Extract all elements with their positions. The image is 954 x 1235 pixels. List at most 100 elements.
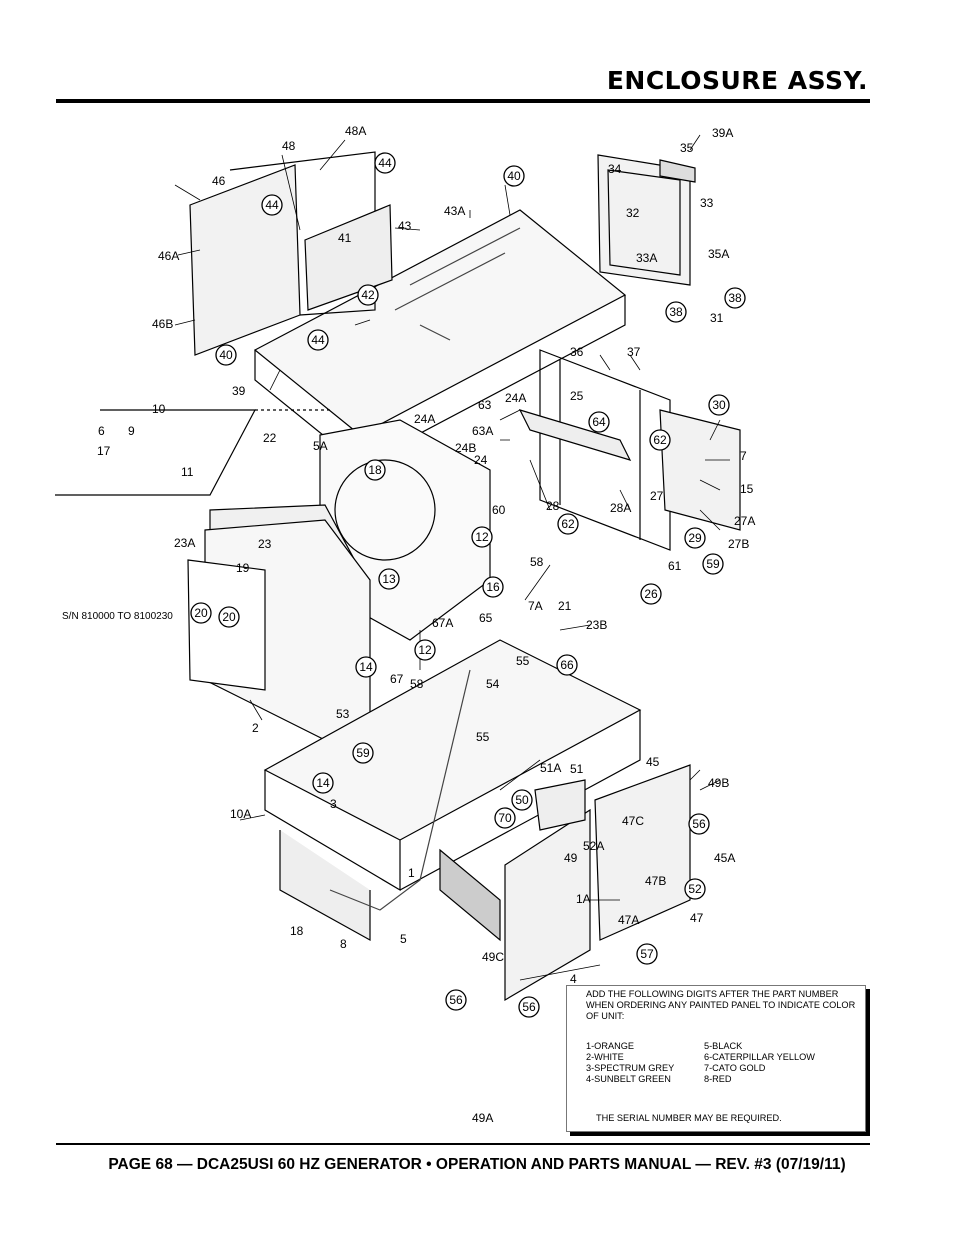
part-callout-circle <box>357 284 379 306</box>
part-callout-circle <box>364 459 386 481</box>
part-callout-circled: 62 <box>653 433 667 447</box>
part-callout-circle <box>215 344 237 366</box>
color-code: 7-CATO GOLD <box>704 1063 766 1073</box>
part-callout-circled: 30 <box>712 398 726 412</box>
part-callout: 60 <box>492 503 506 517</box>
part-callout-circle <box>556 654 578 676</box>
part-callout-circle <box>471 526 493 548</box>
part-callout-circled: 70 <box>498 811 512 825</box>
part-callout-circle <box>665 301 687 323</box>
part-callout-circle <box>640 583 662 605</box>
part-callout: 22 <box>263 431 277 445</box>
header-rule <box>56 99 870 103</box>
part-callout: 9 <box>128 424 135 438</box>
part-callout: 39 <box>232 384 246 398</box>
part-callout: 47 <box>690 911 704 925</box>
part-callout: 63 <box>478 398 492 412</box>
part-callout: 23A <box>174 536 195 550</box>
part-callout-circled: 44 <box>265 198 279 212</box>
part-callout-circled: 12 <box>475 530 489 544</box>
part-callout: 46A <box>158 249 179 263</box>
part-callout: 49C <box>482 950 504 964</box>
part-callout: 28 <box>546 499 560 513</box>
part-callout: 7 <box>740 449 747 463</box>
part-callout: 54 <box>486 677 500 691</box>
part-callout: 8 <box>340 937 347 951</box>
part-callout-circle <box>218 606 240 628</box>
part-callout-circle <box>688 813 710 835</box>
part-callout-circled: 64 <box>592 415 606 429</box>
part-callout-circle <box>312 772 334 794</box>
part-callout: 3 <box>330 797 337 811</box>
part-callout-circled: 40 <box>219 348 233 362</box>
part-callout-circled: 14 <box>316 776 330 790</box>
part-callout: 49A <box>472 1111 493 1125</box>
part-callout-circle <box>482 576 504 598</box>
part-callout: 11 <box>181 465 194 479</box>
part-callout-circled: 44 <box>378 156 392 170</box>
part-callout-circled: 57 <box>640 947 654 961</box>
part-callout: 47B <box>645 874 666 888</box>
part-callout: 10 <box>152 402 166 416</box>
part-callout: 67A <box>432 616 453 630</box>
part-callout: 61 <box>668 559 682 573</box>
part-callout: 1A <box>576 892 591 906</box>
part-callout-circled: 52 <box>688 882 702 896</box>
part-callout: 37 <box>627 345 641 359</box>
part-callout: 49B <box>708 776 729 790</box>
part-callout-circled: 40 <box>507 169 521 183</box>
part-callout: 25 <box>570 389 584 403</box>
part-callout: 18 <box>290 924 304 938</box>
part-callout: 24B <box>455 441 476 455</box>
part-callout: 67 <box>390 672 404 686</box>
part-callout: 58 <box>410 677 424 691</box>
part-callout-circled: 38 <box>728 291 742 305</box>
part-callout: 35 <box>680 141 694 155</box>
part-callout-circled: 50 <box>515 793 529 807</box>
part-callout-circle <box>355 656 377 678</box>
part-callout: 6 <box>98 424 105 438</box>
part-callout-circle <box>307 329 329 351</box>
part-callout-circle <box>636 943 658 965</box>
part-callout: 27 <box>650 489 664 503</box>
part-callout: 24A <box>505 391 526 405</box>
part-callout-circle <box>378 568 400 590</box>
part-callout-circle <box>494 807 516 829</box>
part-callout-circled: 14 <box>359 660 373 674</box>
part-callout-circle <box>445 989 467 1011</box>
color-code: 3-SPECTRUM GREY <box>586 1063 675 1073</box>
page-footer: PAGE 68 — DCA25USI 60 HZ GENERATOR • OPE… <box>108 1156 846 1173</box>
paint-color-note: ADD THE FOLLOWING DIGITS AFTER THE PART … <box>566 985 866 1132</box>
part-callout: 27B <box>728 537 749 551</box>
part-callout-circle <box>684 878 706 900</box>
part-callout: 1 <box>408 866 415 880</box>
part-callout: 48A <box>345 124 366 138</box>
part-callout: 31 <box>710 311 724 325</box>
part-callout: 55 <box>476 730 490 744</box>
color-code: 8-RED <box>704 1074 732 1084</box>
part-callout: 19 <box>236 561 250 575</box>
part-callout-circle <box>511 789 533 811</box>
part-callout: 51A <box>540 761 561 775</box>
part-callout-circled: 59 <box>356 746 370 760</box>
inset-serial-label: S/N 810000 TO 8100230 <box>62 611 173 622</box>
part-callout: 65 <box>479 611 493 625</box>
part-callout: 48 <box>282 139 296 153</box>
part-callout-circle <box>190 602 212 624</box>
part-callout: 33A <box>636 251 657 265</box>
part-callout-circle <box>414 639 436 661</box>
part-callout-circled: 56 <box>692 817 706 831</box>
color-code-list: 1-ORANGE 5-BLACK 2-WHITE 6-CATERPILLAR Y… <box>586 1041 856 1085</box>
note-text: ADD THE FOLLOWING DIGITS AFTER THE PART … <box>586 989 856 1021</box>
part-callout: 33 <box>700 196 714 210</box>
part-callout-circled: 66 <box>560 658 574 672</box>
part-callout: 51 <box>570 762 584 776</box>
part-callout: 21 <box>558 599 572 613</box>
part-callout: 27A <box>734 514 755 528</box>
part-callout: 24A <box>414 412 435 426</box>
part-callout-circle <box>684 527 706 549</box>
part-callout: 63A <box>472 424 493 438</box>
part-callout-circled: 29 <box>688 531 702 545</box>
part-callout: 39A <box>712 126 733 140</box>
